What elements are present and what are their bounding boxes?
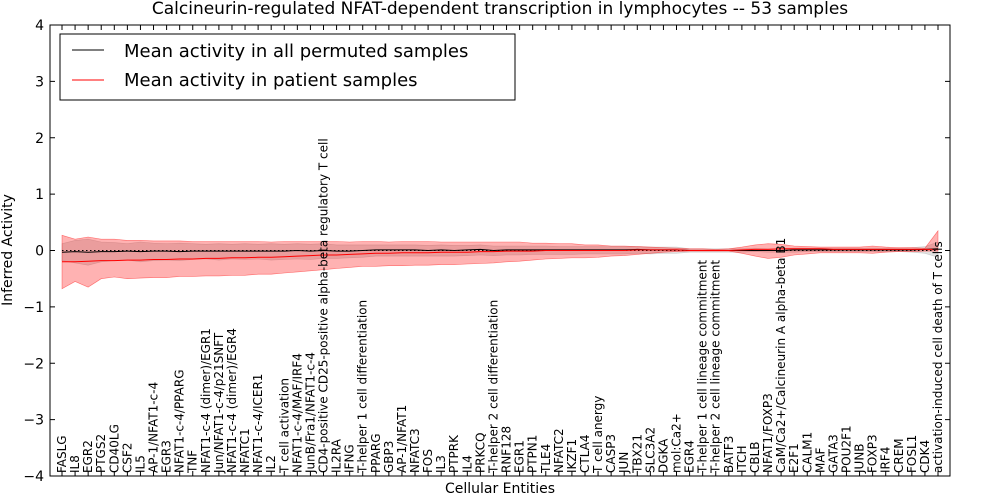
y-tick-label: 3 bbox=[35, 74, 44, 90]
x-tick-label: POU2F1 bbox=[839, 425, 853, 473]
x-tick-label: TLE4 bbox=[539, 444, 553, 474]
x-tick-label: activation-induced cell death of T cells bbox=[931, 241, 945, 473]
x-tick-label: Jun/NFAT1-c-4/p21SNFT bbox=[212, 332, 226, 474]
x-tick-label: mol:Ca2+ bbox=[670, 413, 684, 473]
x-tick-label: FOXP3 bbox=[866, 434, 880, 473]
x-tick-label: T cell anergy bbox=[591, 396, 605, 474]
y-tick-label: 4 bbox=[35, 18, 44, 34]
y-tick-label: 0 bbox=[35, 244, 44, 260]
x-tick-label: PTPN1 bbox=[526, 435, 540, 473]
x-tick-label: BATF3 bbox=[722, 436, 736, 473]
x-tick-label: EGR1 bbox=[513, 440, 527, 473]
y-tick-label: 1 bbox=[35, 187, 44, 203]
x-tick-label: T-helper 2 cell lineage commitment bbox=[709, 260, 723, 474]
x-tick-label: IL4 bbox=[460, 455, 474, 473]
x-tick-label: CD4-positive CD25-positive alpha-beta re… bbox=[316, 138, 330, 473]
x-tick-label: NFAT1-c-4/PPARG bbox=[173, 369, 187, 473]
x-tick-label: JunB/Fra1/NFAT1-c-4 bbox=[303, 352, 317, 474]
y-axis-label: Inferred Activity bbox=[0, 194, 16, 306]
x-tick-label: ITCH bbox=[735, 445, 749, 473]
x-tick-label: CASP3 bbox=[604, 434, 618, 473]
x-tick-label: E2F1 bbox=[787, 443, 801, 473]
x-tick-label: NFAT1-c-4 (dimer)/EGR4 bbox=[225, 328, 239, 473]
x-tick-label: T-helper 1 cell lineage commitment bbox=[696, 260, 710, 474]
x-tick-label: IL5 bbox=[133, 455, 147, 473]
x-tick-label: TBX21 bbox=[630, 434, 644, 474]
x-tick-label: NFATC2 bbox=[552, 428, 566, 473]
x-tick-label: AP-1/NFAT1 bbox=[395, 405, 409, 473]
y-tick-label: −4 bbox=[23, 469, 44, 485]
x-tick-label: CD40LG bbox=[107, 424, 121, 473]
x-tick-label: EGR3 bbox=[160, 440, 174, 473]
x-tick-label: FASLG bbox=[55, 435, 69, 473]
x-tick-label: SLC3A2 bbox=[643, 427, 657, 473]
x-tick-label: PRKCQ bbox=[473, 432, 487, 473]
x-tick-label: JUNB bbox=[853, 443, 867, 474]
legend-box bbox=[59, 33, 516, 101]
legend-label-patient: Mean activity in patient samples bbox=[124, 70, 418, 91]
legend-label-permuted: Mean activity in all permuted samples bbox=[124, 41, 468, 62]
band-permuted bbox=[61, 238, 939, 266]
x-tick-label: IL2RA bbox=[330, 438, 344, 473]
x-tick-label: NFAT1-c-4 (dimer)/EGR1 bbox=[199, 328, 213, 473]
y-ticks: −4 −3 −2 −1 0 1 2 3 4 bbox=[23, 18, 950, 485]
x-tick-label: CSF2 bbox=[120, 442, 134, 473]
x-tick-label: FOS bbox=[421, 449, 435, 473]
y-tick-label: 2 bbox=[35, 131, 44, 147]
bands-layer bbox=[61, 229, 939, 290]
x-tick-label: PPARG bbox=[369, 433, 383, 473]
x-tick-label: GATA3 bbox=[826, 434, 840, 473]
y-tick-label: −2 bbox=[23, 356, 44, 372]
series-line-patient bbox=[62, 248, 938, 263]
x-tick-label: PTGS2 bbox=[94, 434, 108, 473]
band-patient bbox=[61, 229, 939, 290]
x-tick-label: T-helper 1 cell differentiation bbox=[356, 300, 370, 474]
x-axis-label: Cellular Entities bbox=[445, 481, 555, 497]
x-tick-label: T-helper 2 cell differentiation bbox=[486, 300, 500, 474]
x-tick-label: AP-1/NFAT1-c-4 bbox=[147, 382, 161, 473]
x-tick-label: CDK4 bbox=[918, 440, 932, 473]
x-tick-label: EGR2 bbox=[81, 440, 95, 473]
x-tick-label: RNF128 bbox=[500, 426, 514, 473]
x-tick-label: NFATC3 bbox=[408, 428, 422, 473]
x-tick-label: IL2 bbox=[264, 455, 278, 473]
x-tick-label: IRF4 bbox=[879, 447, 893, 473]
x-tick-label: TNF bbox=[186, 450, 200, 474]
x-tick-label: NFAT1-c-4/MAF/IRF4 bbox=[290, 353, 304, 473]
x-tick-label: CTLA4 bbox=[578, 434, 592, 473]
x-tick-label: JUN bbox=[617, 452, 631, 474]
chart-title: Calcineurin-regulated NFAT-dependent tra… bbox=[152, 0, 848, 19]
x-tick-label: IKZF1 bbox=[565, 439, 579, 473]
x-tick-label: CALM1 bbox=[800, 432, 814, 473]
x-tick-label: CaM/Ca2+/Calcineurin A alpha-beta B1 bbox=[774, 238, 788, 473]
x-tick-label: FOSL1 bbox=[905, 435, 919, 473]
x-tick-label: IL3 bbox=[434, 455, 448, 473]
x-tick-label: GBP3 bbox=[382, 441, 396, 473]
x-tick-label: PTPRK bbox=[447, 434, 461, 473]
y-tick-label: −3 bbox=[23, 413, 44, 429]
x-tick-label: EGR4 bbox=[683, 440, 697, 473]
x-tick-label: T cell activation bbox=[277, 378, 291, 474]
plot-frame bbox=[49, 24, 951, 477]
x-tick-label: NFATC1 bbox=[238, 428, 252, 473]
series-line-permuted bbox=[61, 248, 939, 253]
lines-layer bbox=[61, 248, 939, 263]
y-tick-label: −1 bbox=[23, 300, 44, 316]
legend: Mean activity in all permuted samples Me… bbox=[59, 33, 516, 101]
x-tick-label: DGKA bbox=[656, 438, 670, 473]
x-tick-label: CBLB bbox=[748, 441, 762, 473]
x-tick-label: IL8 bbox=[68, 455, 82, 473]
x-tick-label: CREM bbox=[892, 438, 906, 473]
x-tick-label: NFAT1/FOXP3 bbox=[761, 393, 775, 473]
x-tick-label: NFAT1-c-4/ICER1 bbox=[251, 374, 265, 473]
x-tick-label: IFNG bbox=[343, 444, 357, 473]
x-tick-label: MAF bbox=[813, 447, 827, 473]
